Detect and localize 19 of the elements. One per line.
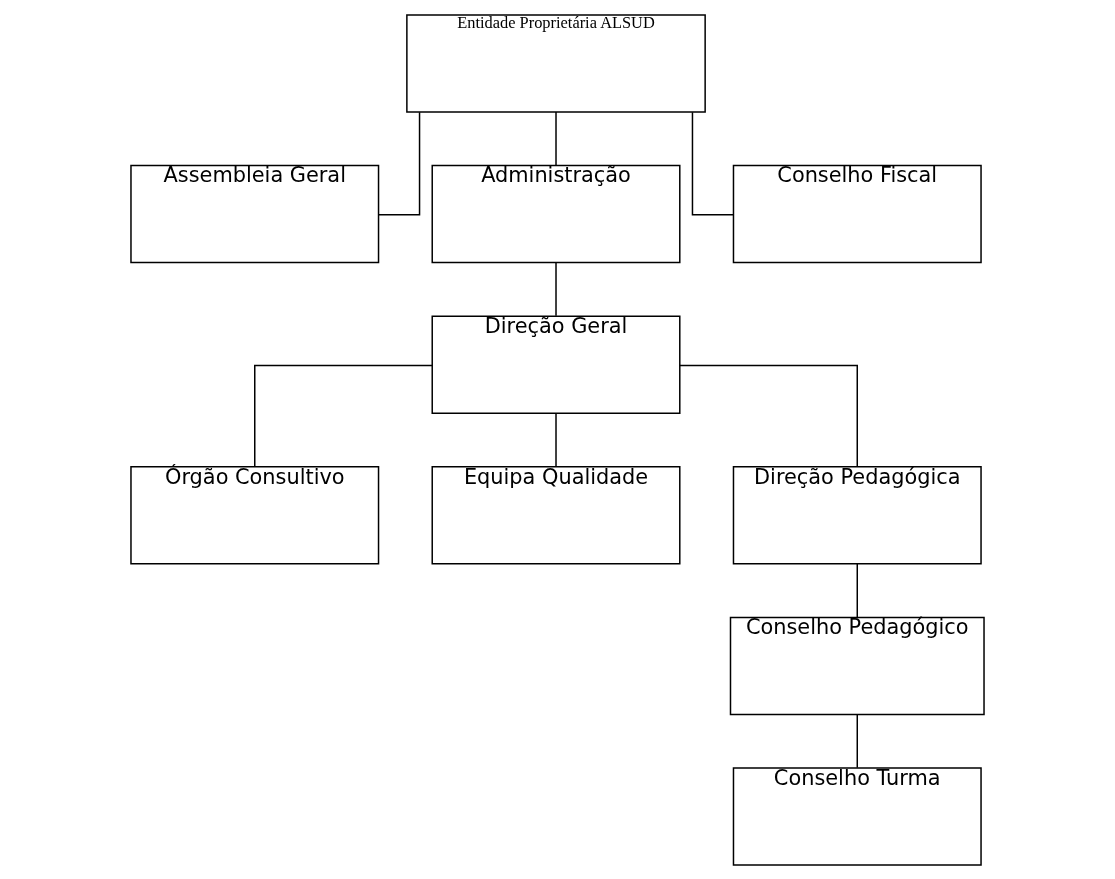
node-box: Órgão Consultivo [130, 465, 380, 565]
connector [691, 110, 734, 216]
connector [679, 364, 858, 467]
node-box: Direção Pedagógica [732, 465, 982, 565]
connector [856, 562, 858, 618]
node-box: Equipa Qualidade [431, 465, 681, 565]
node-box: Conselho Fiscal [732, 164, 982, 263]
connector [555, 261, 557, 316]
node-box: Administração [431, 164, 681, 263]
connector [555, 110, 557, 166]
connector [254, 364, 433, 467]
connector [555, 411, 557, 467]
connector [378, 110, 421, 216]
node-box: Direção Geral [431, 314, 681, 414]
node-box: Assembleia Geral [130, 164, 380, 263]
connector [856, 713, 858, 768]
node-box: Entidade Proprietária ALSUD [406, 13, 706, 113]
node-box: Conselho Turma [732, 766, 982, 866]
node-box: Conselho Pedagógico [729, 616, 985, 715]
